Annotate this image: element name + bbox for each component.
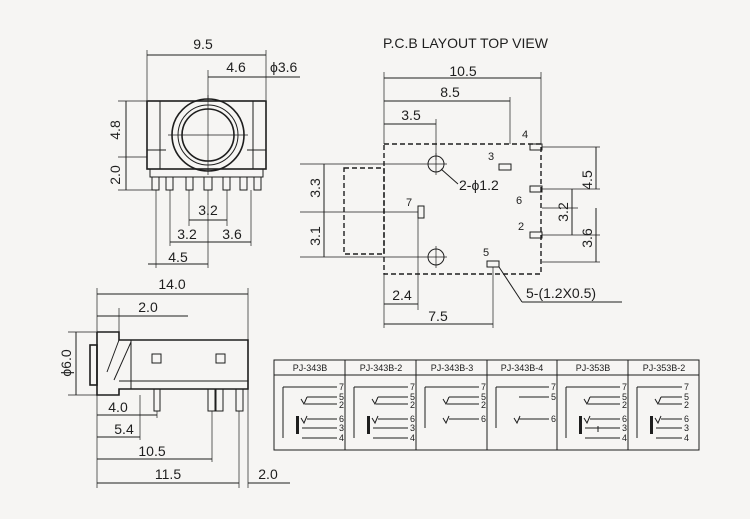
dim-phi-3-6: ϕ3.6	[270, 59, 298, 75]
pin-number: 7	[622, 382, 627, 392]
pad-6	[529, 185, 543, 193]
schematic-cell: 7 5 2 6	[424, 382, 486, 428]
dim-10-5-side: 10.5	[138, 443, 165, 459]
pin-number: 5	[622, 392, 627, 402]
model-header: PJ-353B	[576, 363, 611, 373]
pin-number: 6	[339, 414, 344, 424]
schematic-cell: 7 5 2 6 3 4	[353, 382, 415, 443]
dim-14-0: 14.0	[158, 276, 185, 292]
side-view: 14.0 2.0 ϕ6.0 4.0 5.4 10.5	[58, 276, 290, 488]
pin-number: 4	[339, 433, 344, 443]
pin-number: 7	[339, 382, 344, 392]
dim-4-0: 4.0	[108, 399, 128, 415]
sleeve-contact-icon	[367, 416, 370, 434]
dim-4-5-right: 4.5	[579, 170, 595, 190]
pin-number: 7	[551, 382, 556, 392]
pin-number: 5	[339, 392, 344, 402]
pin-number: 6	[622, 414, 627, 424]
dim-4-8: 4.8	[107, 120, 123, 140]
pin-label-6: 6	[516, 195, 522, 207]
pin-number: 6	[551, 414, 556, 424]
pin-number: 7	[684, 382, 689, 392]
pcb-layout: P.C.B LAYOUT TOP VIEW 10.5 8.5 3.5 2-ϕ1.…	[300, 35, 622, 328]
sleeve-contact-icon	[650, 416, 653, 434]
pin-label-7: 7	[406, 197, 412, 209]
dim-7-5: 7.5	[428, 308, 448, 324]
pin-number: 5	[684, 392, 689, 402]
pin-label-3: 3	[488, 151, 494, 163]
pin-number: 6	[481, 414, 486, 424]
pin-number: 6	[684, 414, 689, 424]
pad-2	[529, 231, 543, 239]
dim-8-5: 8.5	[440, 84, 460, 100]
model-header: PJ-343B-4	[501, 363, 544, 373]
pad-5	[486, 260, 500, 268]
sleeve-contact-icon	[579, 416, 582, 434]
pad-4	[529, 143, 543, 151]
pin-number: 6	[410, 414, 415, 424]
dim-5-4: 5.4	[114, 421, 134, 437]
pin-label-2: 2	[518, 221, 524, 233]
dim-3-2-left: 3.2	[177, 226, 197, 242]
model-header: PJ-343B-3	[431, 363, 474, 373]
dim-3-1: 3.1	[307, 226, 323, 246]
dim-3-2-center: 3.2	[198, 202, 218, 218]
pin-label-5: 5	[483, 247, 489, 259]
dim-phi-6-0: ϕ6.0	[58, 349, 74, 377]
pin-number: 5	[410, 392, 415, 402]
pcb-title: P.C.B LAYOUT TOP VIEW	[383, 35, 549, 51]
dim-11-5: 11.5	[155, 466, 181, 482]
dim-2-4: 2.4	[392, 287, 412, 303]
schematic-cell: 7 5 2 6 3 4	[636, 382, 689, 443]
pad-3	[498, 163, 512, 171]
side-window-right	[215, 353, 226, 364]
dim-9-5: 9.5	[193, 36, 213, 52]
pin-number: 3	[684, 423, 689, 433]
pin-number: 4	[410, 433, 415, 443]
schematic-cell: 7 5 6	[495, 382, 556, 428]
dim-4-5: 4.5	[168, 249, 188, 265]
pin-number: 5	[551, 392, 556, 402]
pin-number: 2	[410, 400, 415, 410]
pin-number: 4	[622, 433, 627, 443]
pin-label-4: 4	[522, 129, 528, 141]
pin-number: 4	[684, 433, 689, 443]
model-header: PJ-353B-2	[643, 363, 686, 373]
pin-number: 2	[622, 400, 627, 410]
dim-2-0-tail: 2.0	[258, 466, 278, 482]
sleeve-contact-icon	[296, 416, 299, 434]
pin-number: 2	[339, 400, 344, 410]
front-view: 9.5 4.6 ϕ3.6 4.8 2.0	[107, 36, 300, 268]
pin-number: 2	[684, 400, 689, 410]
schematic-cell: 7 5 2 6 3 4	[282, 382, 344, 443]
dim-3-3: 3.3	[307, 178, 323, 198]
hole-label: 2-ϕ1.2	[459, 177, 499, 193]
jack-barrel	[89, 344, 98, 386]
pin-number: 3	[622, 423, 627, 433]
dim-4-6: 4.6	[226, 59, 246, 75]
dim-2-0-side: 2.0	[138, 299, 158, 315]
dim-10-5-pcb: 10.5	[449, 63, 476, 79]
pin-number: 3	[410, 423, 415, 433]
pin-number: 7	[410, 382, 415, 392]
schematic-table: PJ-343B PJ-343B-2 PJ-343B-3 PJ-343B-4 PJ…	[273, 359, 700, 451]
dim-3-2-right: 3.2	[555, 202, 571, 222]
dim-2-0-front: 2.0	[107, 165, 123, 185]
pin-number: 3	[339, 423, 344, 433]
pin-number: 5	[481, 392, 486, 402]
pcb-front-outline	[343, 167, 385, 255]
schematic-cell: 7 5 2 6 3 4	[565, 382, 627, 443]
side-window-left	[151, 353, 162, 364]
pin-number: 2	[481, 400, 486, 410]
dim-3-5: 3.5	[401, 107, 421, 123]
pad-7	[417, 205, 425, 219]
model-header: PJ-343B	[293, 363, 328, 373]
dim-3-6-pcb: 3.6	[579, 228, 595, 248]
slot-label: 5-(1.2X0.5)	[526, 285, 596, 301]
pcb-outline	[383, 143, 542, 275]
model-header: PJ-343B-2	[360, 363, 403, 373]
pin-number: 7	[481, 382, 486, 392]
dim-3-6-right: 3.6	[222, 226, 242, 242]
